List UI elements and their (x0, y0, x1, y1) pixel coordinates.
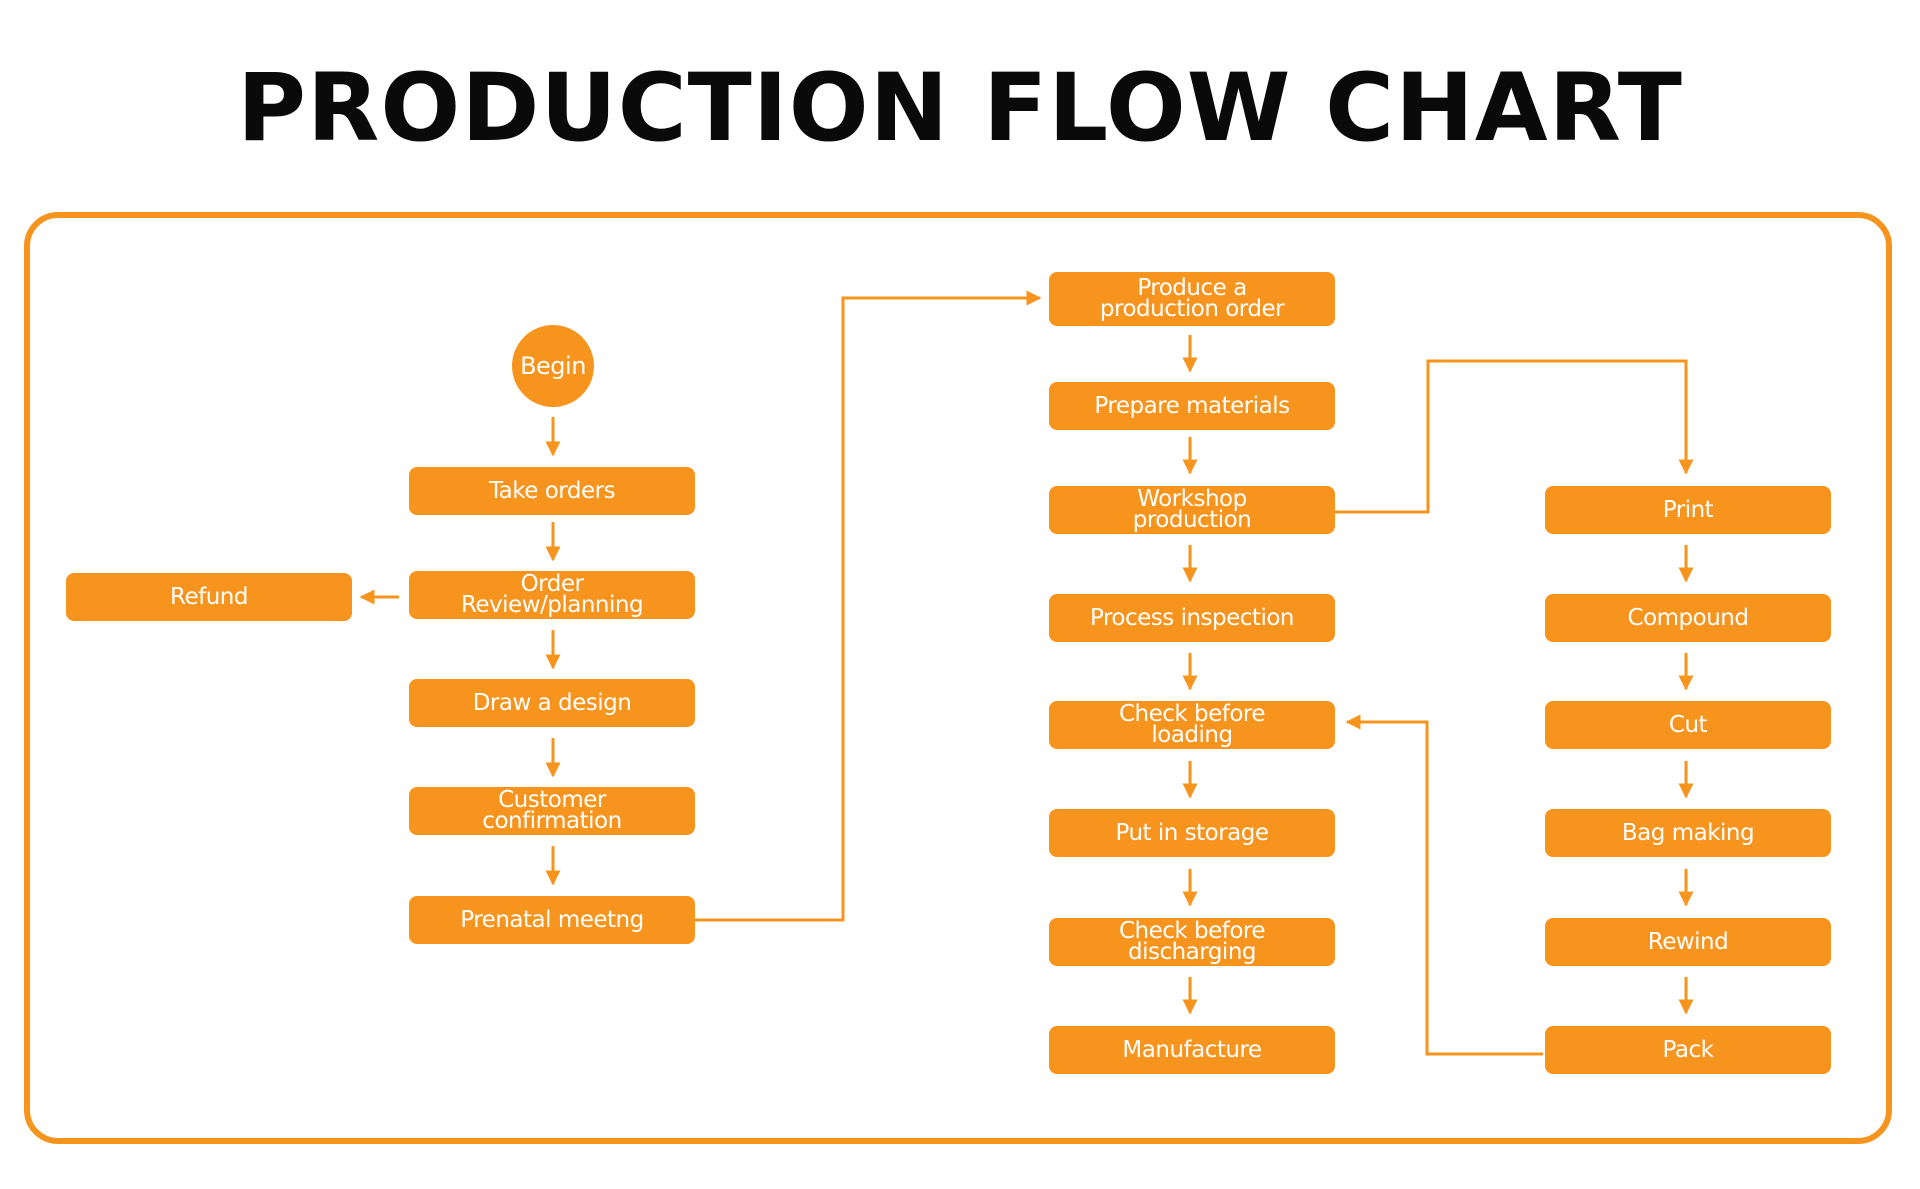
arrow-meeting-to-produce-order (694, 290, 1042, 922)
node-begin: Begin (512, 325, 594, 407)
node-check-before-loading: Check before loading (1049, 701, 1335, 749)
node-draw-a-design: Draw a design (409, 679, 695, 727)
node-process-inspection: Process inspection (1049, 594, 1335, 642)
node-rewind: Rewind (1545, 918, 1831, 966)
node-prenatal-meeting: Prenatal meetng (409, 896, 695, 944)
node-produce-production-order: Produce a production order (1049, 272, 1335, 326)
arrow-pack-to-loading (1345, 714, 1543, 1056)
node-compound: Compound (1545, 594, 1831, 642)
node-cut: Cut (1545, 701, 1831, 749)
diagram-frame (24, 212, 1892, 1144)
node-workshop-production: Workshop production (1049, 486, 1335, 534)
node-check-before-discharging: Check before discharging (1049, 918, 1335, 966)
arrow-workshop-to-print (1334, 359, 1694, 514)
node-prepare-materials: Prepare materials (1049, 382, 1335, 430)
node-pack: Pack (1545, 1026, 1831, 1074)
node-put-in-storage: Put in storage (1049, 809, 1335, 857)
node-take-orders: Take orders (409, 467, 695, 515)
node-customer-confirmation: Customer confirmation (409, 787, 695, 835)
node-refund: Refund (66, 573, 352, 621)
node-manufacture: Manufacture (1049, 1026, 1335, 1074)
node-order-review-planning: Order Review/planning (409, 571, 695, 619)
page-title: PRODUCTION FLOW CHART (237, 54, 1683, 163)
node-print: Print (1545, 486, 1831, 534)
node-bag-making: Bag making (1545, 809, 1831, 857)
